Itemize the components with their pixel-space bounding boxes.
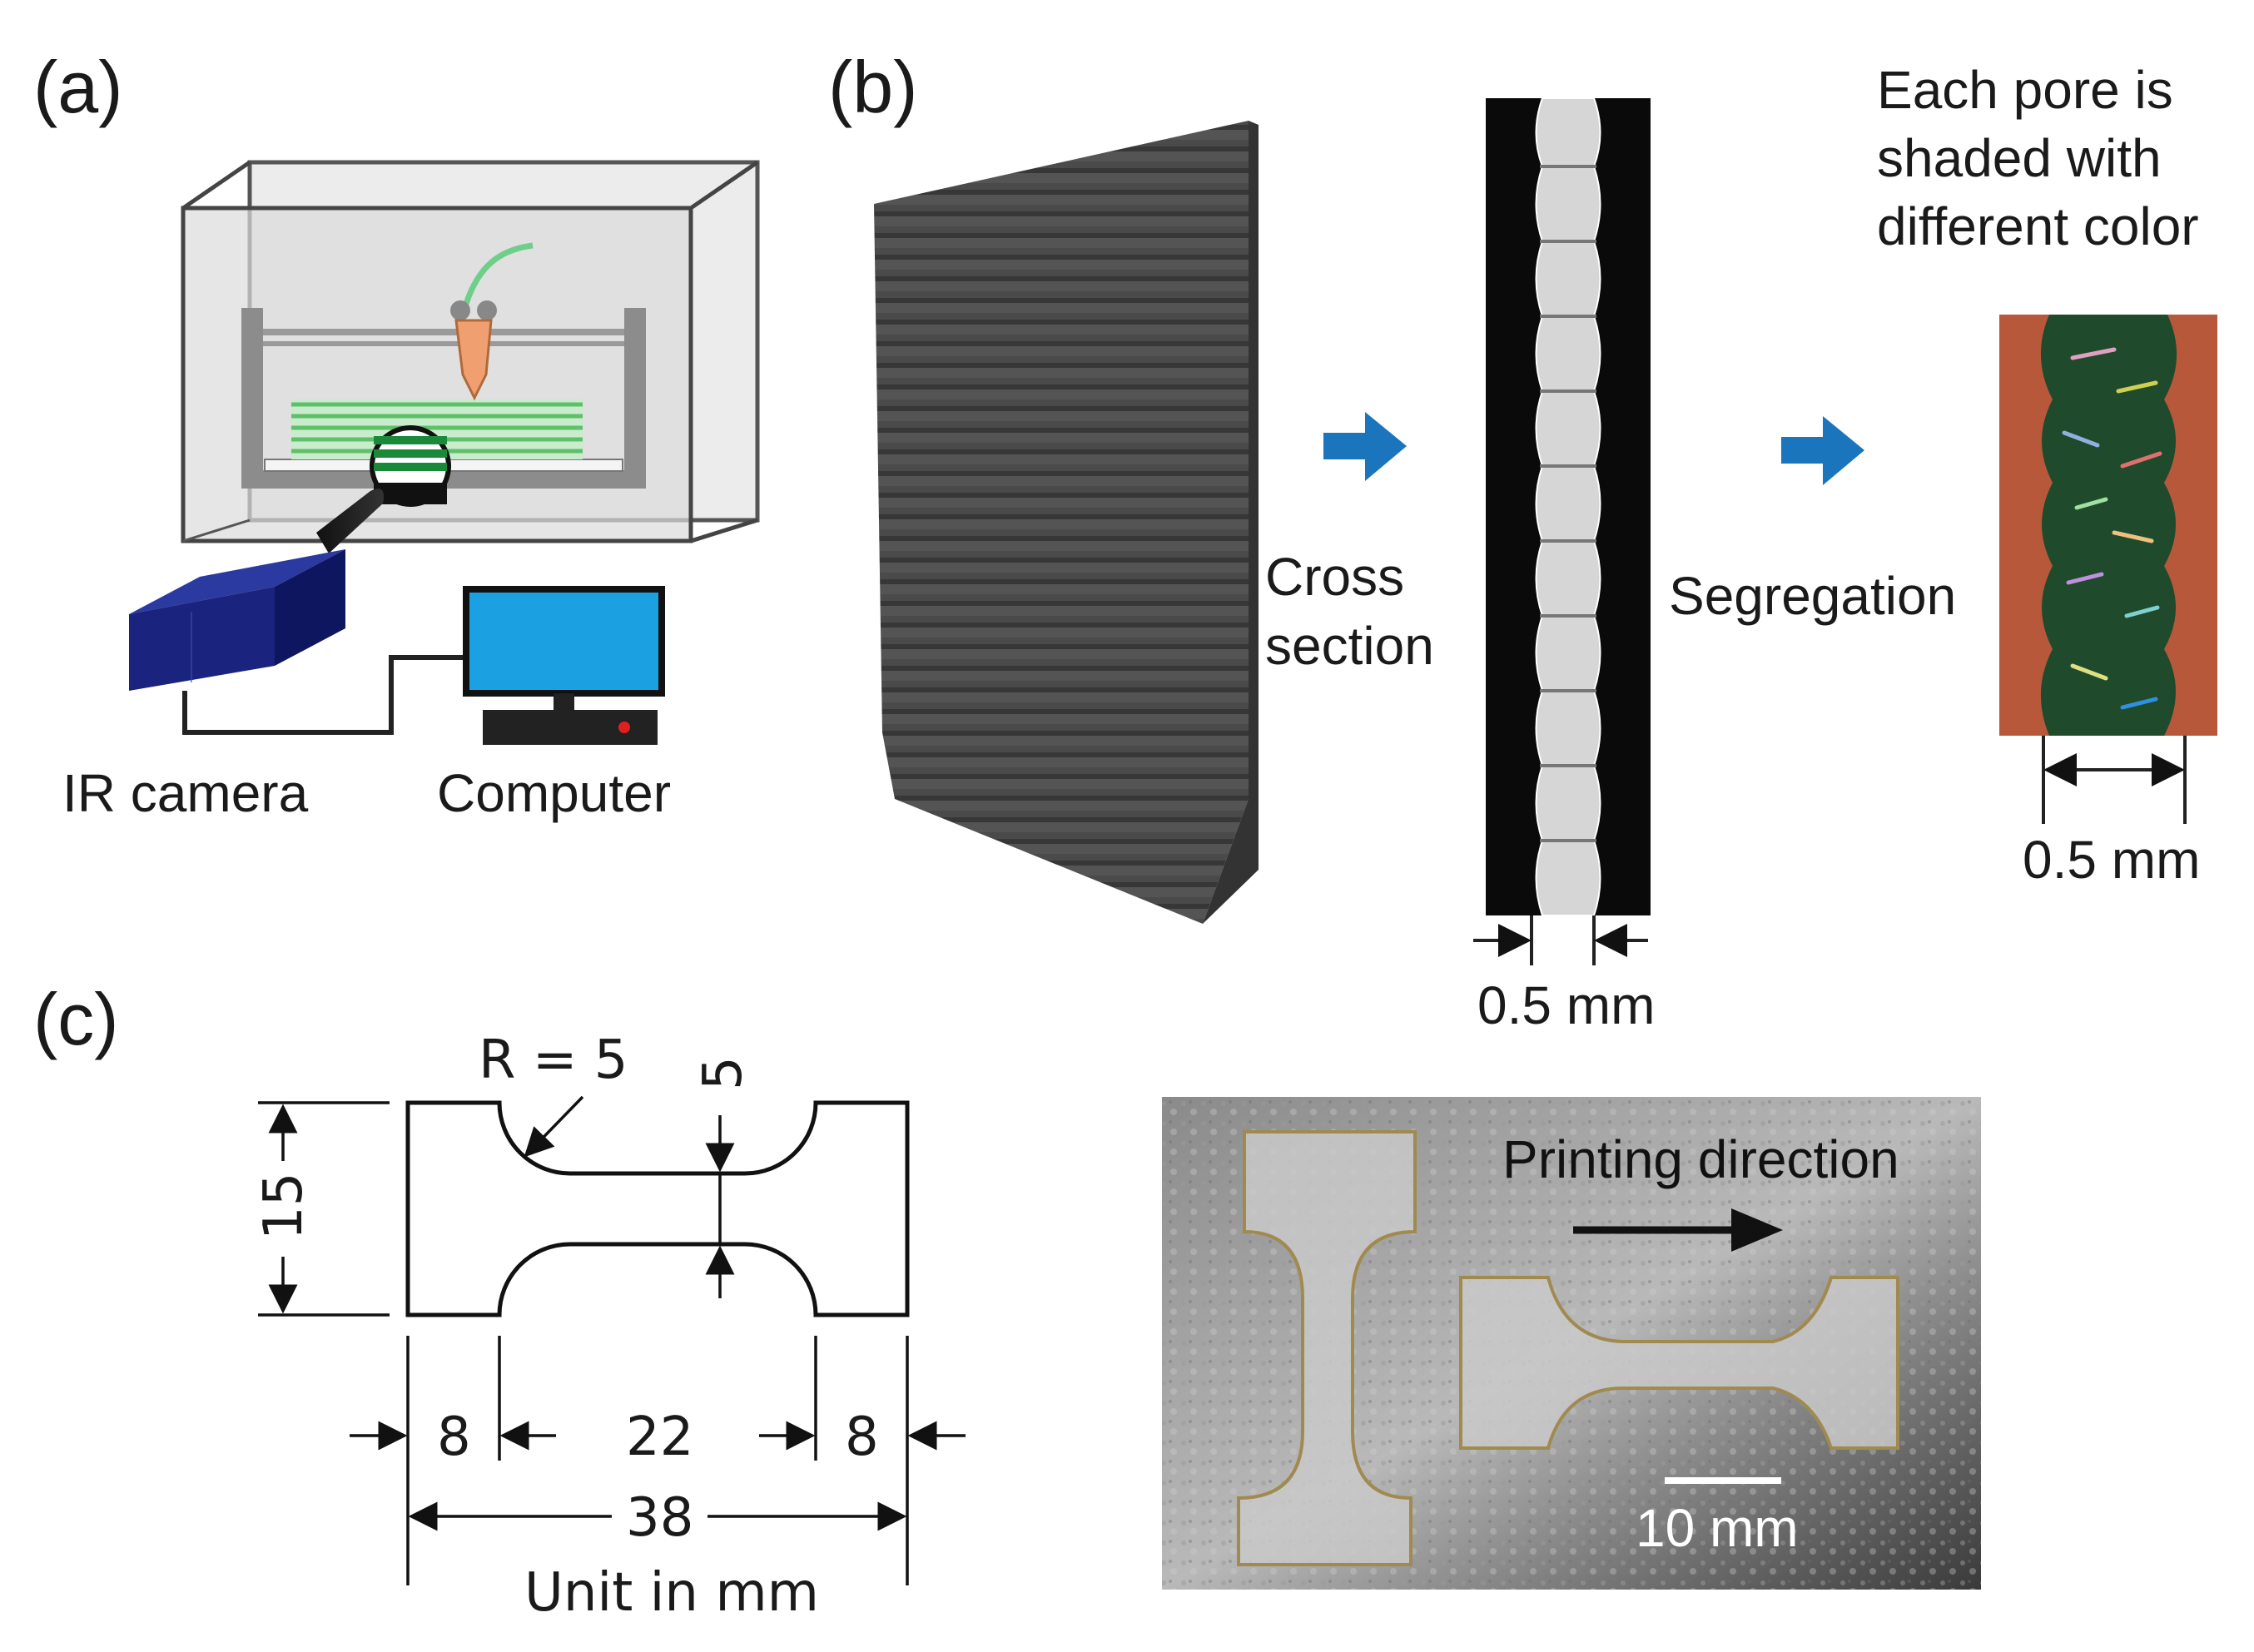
dimension-lines (258, 1095, 966, 1585)
note-line-3: different color (1877, 196, 2199, 256)
panel-a-label: (a) (33, 46, 123, 128)
grip-right-label: 8 (845, 1406, 879, 1468)
total-length-label: 38 (626, 1487, 693, 1549)
photo-scale-label: 10 mm (1636, 1498, 1799, 1558)
cross-section-label-line2: section (1265, 616, 1434, 676)
cross-section-scale-bar (1473, 915, 1648, 965)
grip-left-label: 8 (437, 1406, 471, 1468)
ct-3d-volume (874, 121, 1259, 924)
unit-note: Unit in mm (524, 1562, 819, 1624)
nozzle (450, 242, 534, 401)
neck-width-label: 5 (693, 1056, 754, 1090)
printing-direction-label: Printing direction (1502, 1129, 1899, 1189)
gauge-label: 22 (626, 1406, 693, 1468)
computer-icon (463, 586, 665, 745)
dogbone-drawing (405, 1100, 910, 1317)
ir-camera-icon (129, 489, 384, 691)
cross-section-label-line1: Cross (1265, 547, 1404, 607)
radius-label: R = 5 (479, 1029, 628, 1091)
camera-view-circle (370, 425, 451, 507)
note-line-1: Each pore is (1877, 60, 2173, 120)
segmented-scale-bar (2042, 736, 2187, 824)
panel-c-label: (c) (33, 978, 119, 1060)
specimen-photo (1162, 1097, 1981, 1590)
segmented-image (1999, 315, 2217, 736)
ir-camera-label: IR camera (62, 763, 309, 823)
cross-section-image (1486, 97, 1651, 916)
computer-label: Computer (437, 763, 671, 823)
segmented-scale-label: 0.5 mm (2023, 830, 2200, 890)
arrow-right-1 (1323, 412, 1407, 481)
arrow-right-2 (1781, 416, 1864, 485)
panel-b-label: (b) (828, 46, 918, 128)
cross-section-scale-label: 0.5 mm (1477, 975, 1655, 1035)
printer-frame (241, 308, 646, 489)
segregation-label: Segregation (1669, 566, 1956, 626)
height-label: 15 (253, 1173, 315, 1240)
cable (182, 655, 466, 735)
note-line-2: shaded with (1877, 128, 2162, 188)
